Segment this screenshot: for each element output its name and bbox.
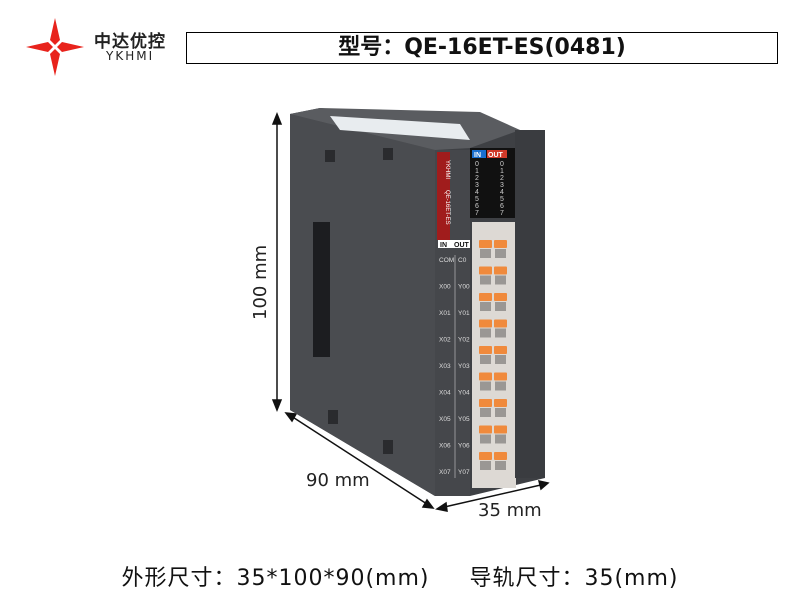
led-out-number: 7 — [500, 210, 504, 217]
led-in-number: 7 — [475, 210, 479, 217]
led-in-number: 3 — [475, 182, 479, 189]
terminal-lever[interactable] — [479, 425, 492, 434]
terminal-hole — [495, 381, 506, 391]
terminal-in-label: IN — [440, 242, 447, 249]
led-out-number: 4 — [500, 189, 504, 196]
led-in-number: 6 — [475, 203, 479, 210]
terminal-lever[interactable] — [479, 266, 492, 275]
terminal-lever[interactable] — [479, 452, 492, 460]
input-label: COM — [439, 257, 454, 264]
terminal-out-label: OUT — [454, 242, 470, 249]
terminal-hole — [495, 275, 506, 285]
terminal-hole — [495, 249, 506, 258]
terminal-hole — [480, 461, 491, 470]
terminal-lever[interactable] — [494, 293, 507, 301]
led-out-number: 0 — [500, 161, 504, 168]
led-out-label: OUT — [488, 152, 504, 159]
terminal-hole — [480, 302, 491, 311]
terminal-lever[interactable] — [494, 346, 507, 354]
input-label: X03 — [439, 363, 451, 370]
brand-name-cn: 中达优控 — [94, 32, 166, 52]
dimension-lines — [271, 111, 550, 512]
dimension-width: 35 mm — [478, 500, 542, 521]
terminal-hole — [495, 461, 506, 470]
terminal-lever[interactable] — [479, 399, 492, 407]
terminal-hole — [495, 328, 506, 338]
input-label: X05 — [439, 416, 451, 423]
terminal-lever[interactable] — [479, 372, 492, 381]
terminal-hole — [480, 434, 491, 444]
terminal-lever[interactable] — [494, 266, 507, 275]
terminal-lever[interactable] — [479, 293, 492, 301]
input-label: X04 — [439, 390, 451, 397]
side-model-label: QE-16ET-ES — [444, 190, 450, 225]
terminal-lever[interactable] — [479, 346, 492, 354]
output-label: Y07 — [458, 469, 470, 476]
led-in-number: 2 — [475, 175, 479, 182]
led-in-label: IN — [474, 152, 481, 159]
terminal-hole — [480, 249, 491, 258]
led-in-number: 1 — [475, 168, 479, 175]
input-label: X02 — [439, 337, 451, 344]
terminal-lever[interactable] — [479, 240, 492, 248]
led-out-number: 5 — [500, 196, 504, 203]
terminal-hole — [495, 434, 506, 444]
terminal-hole — [480, 381, 491, 391]
led-in-number: 4 — [475, 189, 479, 196]
input-label: X01 — [439, 310, 451, 317]
output-label: Y06 — [458, 443, 470, 450]
terminal-lever[interactable] — [479, 319, 492, 328]
output-label: C0 — [458, 257, 467, 264]
terminal-hole — [480, 355, 491, 364]
outline-size: 外形尺寸：35*100*90(mm) — [121, 566, 430, 591]
rail-size: 导轨尺寸：35(mm) — [469, 566, 679, 591]
output-label: Y05 — [458, 416, 470, 423]
terminal-hole — [495, 302, 506, 311]
output-label: Y01 — [458, 310, 470, 317]
output-label: Y03 — [458, 363, 470, 370]
terminal-lever[interactable] — [494, 425, 507, 434]
output-label: Y04 — [458, 390, 470, 397]
output-label: Y02 — [458, 337, 470, 344]
led-out-number: 6 — [500, 203, 504, 210]
side-brand-label: YKHMI — [444, 160, 450, 179]
dimension-depth: 90 mm — [306, 470, 370, 491]
led-out-number: 1 — [500, 168, 504, 175]
terminal-hole — [480, 408, 491, 417]
dimension-height: 100 mm — [250, 244, 271, 320]
led-out-number: 2 — [500, 175, 504, 182]
logo-star-icon — [26, 18, 84, 76]
terminal-lever[interactable] — [494, 372, 507, 381]
terminal-hole — [480, 328, 491, 338]
output-label: Y00 — [458, 284, 470, 291]
input-label: X06 — [439, 443, 451, 450]
terminal-hole — [495, 408, 506, 417]
input-label: X00 — [439, 284, 451, 291]
terminal-lever[interactable] — [494, 452, 507, 460]
input-label: X07 — [439, 469, 451, 476]
footer-specs: 外形尺寸：35*100*90(mm) 导轨尺寸：35(mm) — [0, 560, 800, 592]
terminal-lever[interactable] — [494, 319, 507, 328]
led-in-number: 0 — [475, 161, 479, 168]
terminal-lever[interactable] — [494, 399, 507, 407]
model-title: 型号：QE-16ET-ES(0481) — [186, 32, 778, 64]
brand-name-en: YKHMI — [106, 49, 155, 63]
terminal-hole — [495, 355, 506, 364]
terminal-lever[interactable] — [494, 240, 507, 248]
led-in-number: 5 — [475, 196, 479, 203]
led-out-number: 3 — [500, 182, 504, 189]
terminal-hole — [480, 275, 491, 285]
